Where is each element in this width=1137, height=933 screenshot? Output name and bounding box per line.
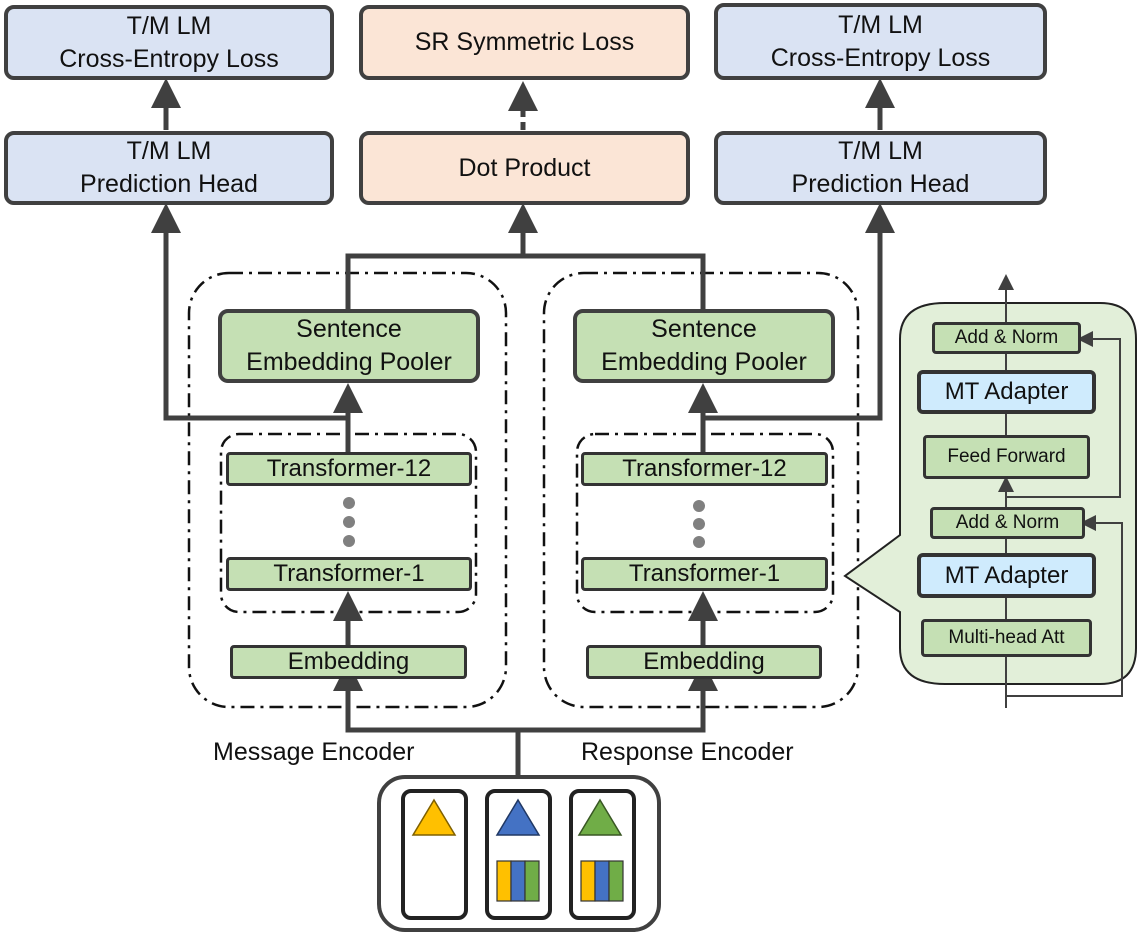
left-head-line1: T/M LM	[126, 137, 212, 165]
detail-add-norm-bottom: Add & Norm	[930, 507, 1085, 539]
left-cross-entropy-loss: T/M LM Cross-Entropy Loss	[4, 5, 334, 80]
right-loss-line1: T/M LM	[838, 10, 923, 39]
right-head-line1: T/M LM	[838, 137, 923, 165]
message-transformer-1: Transformer-1	[226, 557, 472, 591]
input-slot-1	[401, 789, 468, 920]
sr-symmetric-loss: SR Symmetric Loss	[359, 5, 690, 80]
detail-feed-forward: Feed Forward	[923, 435, 1090, 479]
left-loss-line1: T/M LM	[126, 11, 212, 40]
left-loss-line2: Cross-Entropy Loss	[59, 44, 279, 73]
detail-multihead-att: Multi-head Att	[921, 619, 1092, 657]
response-transformer-12: Transformer-12	[581, 452, 828, 486]
response-encoder-caption: Response Encoder	[581, 738, 794, 766]
blue-triangle-icon	[495, 798, 541, 836]
detail-mt-adapter-top: MT Adapter	[917, 370, 1096, 414]
detail-add-norm-top: Add & Norm	[932, 322, 1081, 354]
token-stripes-icon-2	[580, 860, 624, 902]
dot-product-label: Dot Product	[458, 153, 591, 182]
token-stripes-icon-1	[496, 860, 540, 902]
message-pooler-line1: Sentence	[296, 315, 402, 343]
right-prediction-head: T/M LM Prediction Head	[714, 131, 1047, 205]
response-embedding: Embedding	[586, 645, 822, 679]
response-sentence-embedding-pooler: Sentence Embedding Pooler	[573, 309, 835, 383]
response-pooler-line2: Embedding Pooler	[601, 348, 807, 376]
right-cross-entropy-loss: T/M LM Cross-Entropy Loss	[714, 3, 1047, 80]
message-encoder-caption: Message Encoder	[213, 738, 415, 766]
yellow-triangle-icon	[411, 798, 457, 836]
response-transformer-1: Transformer-1	[581, 557, 828, 591]
right-loss-line2: Cross-Entropy Loss	[770, 43, 991, 72]
message-sentence-embedding-pooler: Sentence Embedding Pooler	[218, 309, 480, 383]
green-triangle-icon	[577, 798, 623, 836]
dot-product: Dot Product	[359, 131, 690, 205]
detail-mt-adapter-bottom: MT Adapter	[917, 553, 1096, 598]
left-head-line2: Prediction Head	[80, 170, 258, 198]
message-transformer-12: Transformer-12	[226, 452, 472, 486]
message-embedding: Embedding	[230, 645, 467, 679]
response-pooler-line1: Sentence	[651, 315, 757, 343]
message-pooler-line2: Embedding Pooler	[246, 348, 452, 376]
left-prediction-head: T/M LM Prediction Head	[4, 131, 334, 205]
right-head-line2: Prediction Head	[791, 170, 970, 198]
sr-symmetric-loss-label: SR Symmetric Loss	[414, 28, 635, 56]
layer-ellipsis	[343, 497, 705, 548]
